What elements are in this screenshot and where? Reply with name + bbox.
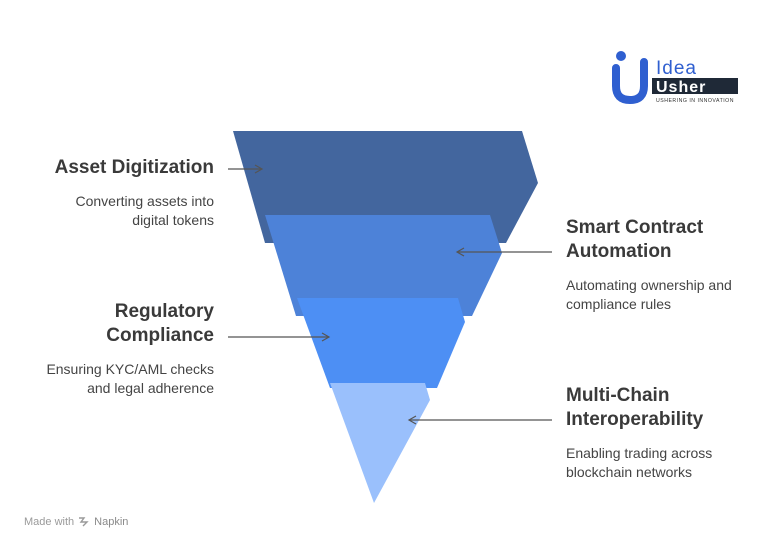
layer-desc-regulatory-compliance: Ensuring KYC/AML checks and legal adhere… — [46, 361, 214, 396]
funnel-layer-smart-contract — [265, 215, 502, 316]
layer-title-smart-contract: Smart Contract Automation — [566, 217, 704, 262]
napkin-icon — [79, 517, 89, 527]
logo-tagline: USHERING IN INNOVATION — [656, 98, 734, 104]
layer-desc-asset-digitization: Converting assets into digital tokens — [75, 193, 214, 228]
layer-desc-multi-chain: Enabling trading across blockchain netwo… — [566, 445, 713, 480]
logo-word-idea: Idea — [656, 58, 697, 79]
layer-title-asset-digitization: Asset Digitization — [54, 157, 214, 178]
watermark-prefix: Made with — [24, 516, 75, 528]
watermark-brand: Napkin — [94, 516, 129, 528]
logo-usher-banner — [652, 78, 738, 94]
made-with-napkin-watermark[interactable]: Made with Napkin — [24, 516, 128, 528]
funnel-layer-multi-chain — [330, 383, 430, 503]
layer-desc-smart-contract: Automating ownership and compliance rule… — [566, 277, 732, 312]
logo-word-usher: Usher — [656, 79, 706, 96]
layer-title-regulatory-compliance: Regulatory Compliance — [106, 301, 214, 346]
funnel-layer-regulatory-compliance — [297, 298, 465, 388]
layer-title-multi-chain: Multi-Chain Interoperability — [566, 385, 704, 430]
idea-usher-logo: Idea Usher USHERING IN INNOVATION — [612, 51, 738, 105]
